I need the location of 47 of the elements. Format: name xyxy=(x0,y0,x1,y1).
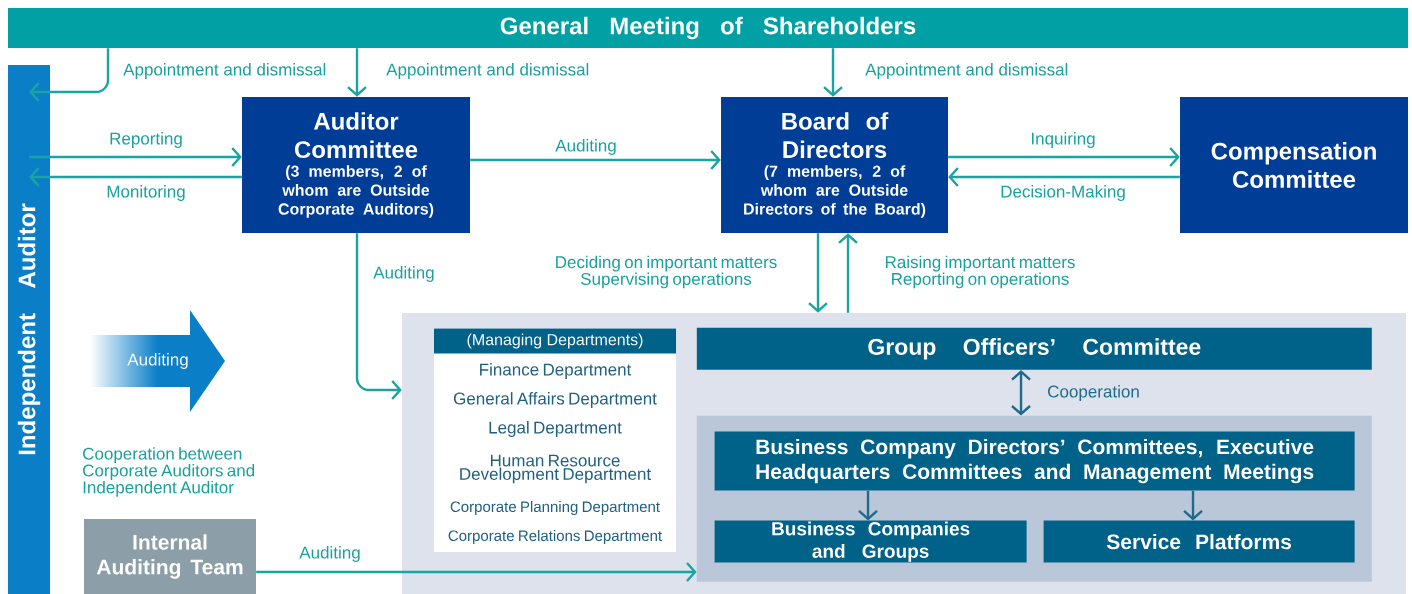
arrow xyxy=(948,167,1180,187)
arrow xyxy=(256,562,697,582)
edge-label: Auditing xyxy=(373,266,434,282)
edge-label: Monitoring xyxy=(107,185,185,201)
department-name: Legal Department xyxy=(489,421,622,437)
arrow xyxy=(838,233,858,313)
edge-label: Appointment and dismissal xyxy=(386,63,589,79)
department-name: Corporate Planning Department xyxy=(450,501,660,515)
board-box: Board of Directors (7 members, 2 of whom are Outside Directors of the Board) xyxy=(721,97,948,233)
edge-label: Decision-Making xyxy=(1001,185,1125,201)
meetings-box: Business Company Directors’ Committees, Executive Headquarters Committees and Management Meetings xyxy=(714,431,1355,491)
arrow xyxy=(347,48,367,97)
arrow xyxy=(808,233,828,313)
arrow xyxy=(29,167,242,187)
edge-label: Appointment and dismissal xyxy=(865,63,1068,79)
committee-bar: Group Officers’ Committee xyxy=(696,327,1372,370)
edge-label: Auditing xyxy=(299,546,360,562)
arrow xyxy=(1183,490,1203,521)
side-band: Independent Auditor xyxy=(8,65,50,594)
note-text: Cooperation between Corporate Auditors and Independent Auditor xyxy=(83,447,255,497)
department-name: Human Resource Development Department xyxy=(460,454,651,484)
edge-label: Reporting xyxy=(110,132,182,148)
edge-label: Inquiring xyxy=(1032,132,1095,148)
edge-label: Cooperation xyxy=(1048,385,1139,401)
block-arrow: Auditing xyxy=(127,353,188,369)
edge-label: Deciding on important matters Supervising operations xyxy=(556,255,777,289)
unit-box: Business Companies and Groups xyxy=(714,520,1027,563)
department-name: General Affairs Department xyxy=(453,392,657,408)
edge-label: Appointment and dismissal xyxy=(123,63,326,79)
arrow xyxy=(29,147,242,167)
committee-box: Compensation Committee xyxy=(1180,97,1408,233)
header-band: General Meeting of Shareholders xyxy=(8,8,1408,48)
heading-bar: (Managing Departments) xyxy=(434,328,676,354)
department-name: Corporate Relations Department xyxy=(448,530,662,544)
team-box: Internal Auditing Team xyxy=(84,519,256,594)
arrow xyxy=(858,490,878,521)
arrow xyxy=(948,147,1180,167)
arrow xyxy=(1011,370,1031,416)
unit-box: Service Platforms xyxy=(1043,520,1355,563)
edge-label: Raising important matters Reporting on operations xyxy=(885,255,1075,289)
arrow xyxy=(470,150,721,170)
department-name: Finance Department xyxy=(480,363,632,379)
arrow xyxy=(355,233,402,400)
committee-box: Auditor Committee (3 members, 2 of whom are Outside Corporate Auditors) xyxy=(242,97,470,233)
arrow xyxy=(29,48,110,102)
arrow xyxy=(823,48,843,97)
edge-label: Auditing xyxy=(555,139,616,155)
